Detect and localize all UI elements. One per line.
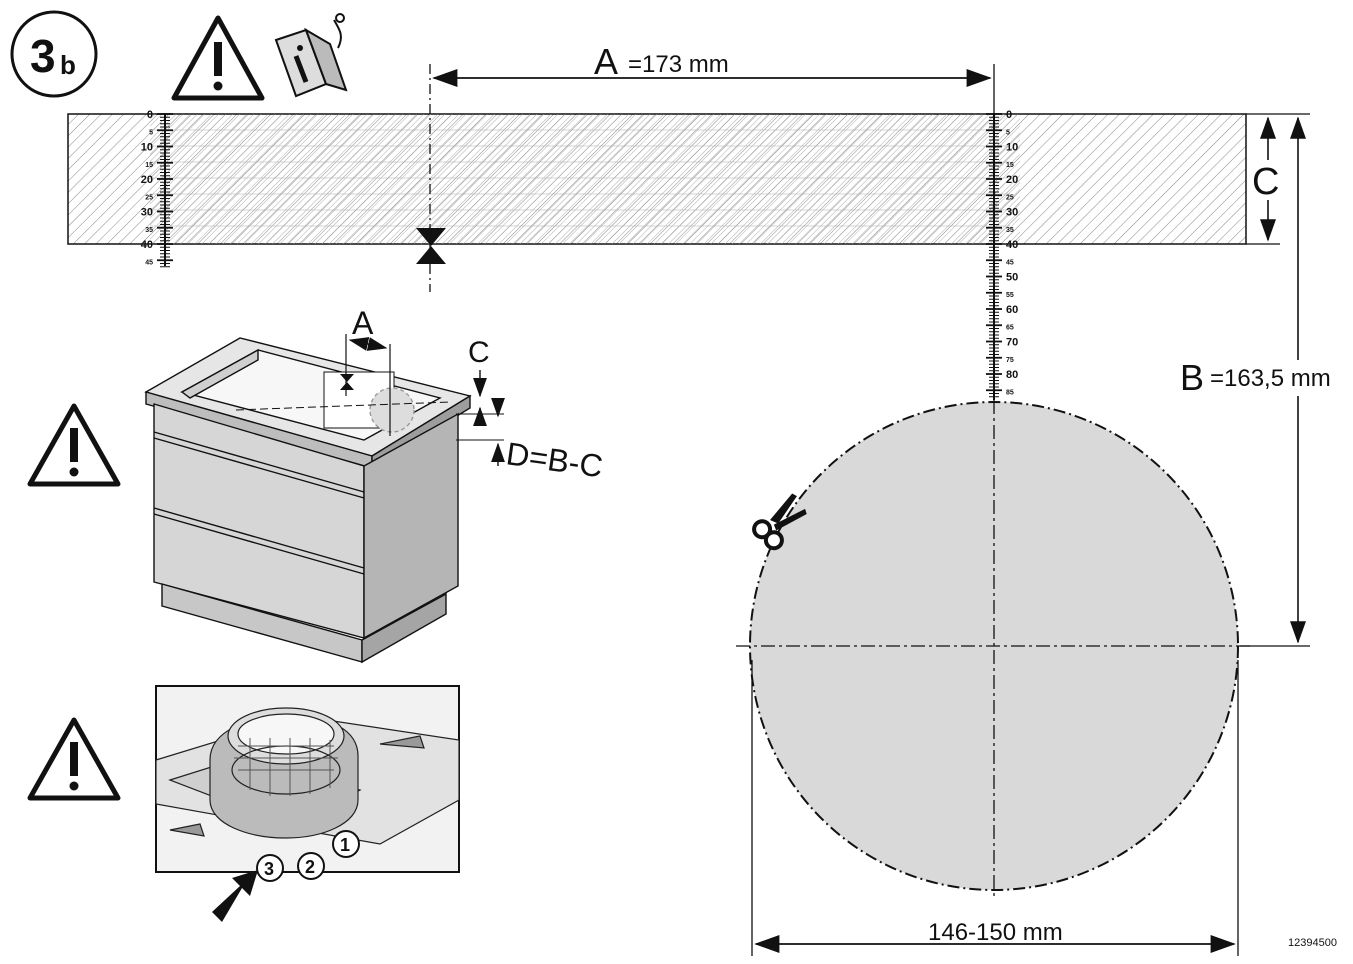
- dimension-c-letter: C: [1252, 161, 1279, 203]
- dimension-diameter: 146-150 mm: [751, 660, 1239, 956]
- document-number: 12394500: [1288, 937, 1337, 949]
- detail-inset: 1 2 3: [155, 685, 460, 882]
- callout-3: 3: [256, 854, 284, 882]
- ruler-right: 0 5 10 15 20 25 30 35 40 45 50 55 60 65 70 75 80 85: [986, 109, 1018, 400]
- dimension-b-value: =163,5 mm: [1210, 365, 1331, 392]
- ruler-left: 0 5 10 15 20 25 30 35 40 45: [141, 109, 173, 268]
- warning-icon: [27, 403, 121, 487]
- ruler-left-tick-label: 20: [141, 174, 153, 186]
- ruler-right-tick-label: 65: [1006, 324, 1014, 331]
- svg-text:1: 1: [340, 835, 350, 855]
- ruler-left-tick-label: 5: [149, 129, 153, 136]
- cabinet-illustration: [144, 337, 472, 664]
- arrow-icon: [212, 870, 258, 922]
- ruler-right-tick-label: 75: [1006, 357, 1014, 364]
- step-badge: 3 b: [10, 10, 98, 98]
- ruler-right-tick-label: 0: [1006, 109, 1012, 121]
- cabinet-dimension-c: C: [468, 336, 490, 427]
- ruler-right-tick-label: 15: [1006, 162, 1014, 169]
- dimension-a-value: =173 mm: [628, 51, 729, 78]
- warning-icon: [171, 15, 265, 101]
- ruler-right-tick-label: 55: [1006, 292, 1014, 299]
- ruler-right-tick-label: 60: [1006, 304, 1018, 316]
- ruler-right-tick-label: 70: [1006, 337, 1018, 349]
- ruler-left-tick-label: 15: [145, 162, 153, 169]
- ruler-right-tick-label: 35: [1006, 227, 1014, 234]
- diameter-label: 146-150 mm: [928, 919, 1063, 946]
- ruler-right-tick-label: 25: [1006, 194, 1014, 201]
- warning-icon: [27, 717, 121, 801]
- step-letter: b: [60, 50, 76, 80]
- ruler-left-tick-label: 25: [145, 194, 153, 201]
- ruler-right-tick-label: 40: [1006, 239, 1018, 251]
- ruler-left-tick-label: 45: [145, 259, 153, 266]
- ruler-right-tick-label: 50: [1006, 272, 1018, 284]
- ruler-left-tick-label: 35: [145, 227, 153, 234]
- dimension-b-letter: B: [1180, 357, 1204, 398]
- cutout-circle: [736, 400, 1252, 896]
- svg-text:2: 2: [305, 857, 315, 877]
- ruler-right-tick-label: 10: [1006, 142, 1018, 154]
- dimension-b: B =163,5 mm: [1180, 116, 1331, 647]
- ruler-right-tick-label: 80: [1006, 369, 1018, 381]
- dimension-a-top: A =173 mm: [416, 41, 995, 292]
- scissors-icon: [752, 493, 807, 551]
- svg-text:3: 3: [264, 859, 274, 879]
- dimension-c-top: C: [1246, 113, 1310, 245]
- ruler-left-tick-label: 40: [141, 239, 153, 251]
- ruler-left-tick-label: 0: [147, 109, 153, 121]
- ruler-right-tick-label: 5: [1006, 129, 1010, 136]
- formula-d: D=B-C: [504, 435, 605, 484]
- ruler-left-tick-label: 30: [141, 207, 153, 219]
- ruler-left-tick-label: 10: [141, 142, 153, 154]
- info-manual-icon: [274, 13, 348, 98]
- ruler-right-tick-label: 85: [1006, 389, 1014, 396]
- dimension-a-letter: A: [594, 41, 618, 82]
- cabinet-dimension-a: A: [340, 305, 391, 436]
- callout-2: 2: [297, 852, 325, 880]
- ruler-right-tick-label: 45: [1006, 259, 1014, 266]
- cabinet-dimension-d: D=B-C: [456, 397, 605, 484]
- step-number: 3: [30, 30, 56, 82]
- countertop-template: [67, 113, 1247, 245]
- cabinet-a-letter: A: [352, 305, 374, 341]
- cabinet-c-letter: C: [468, 336, 490, 369]
- ruler-right-tick-label: 20: [1006, 174, 1018, 186]
- callout-1: 1: [332, 830, 360, 858]
- ruler-right-tick-label: 30: [1006, 207, 1018, 219]
